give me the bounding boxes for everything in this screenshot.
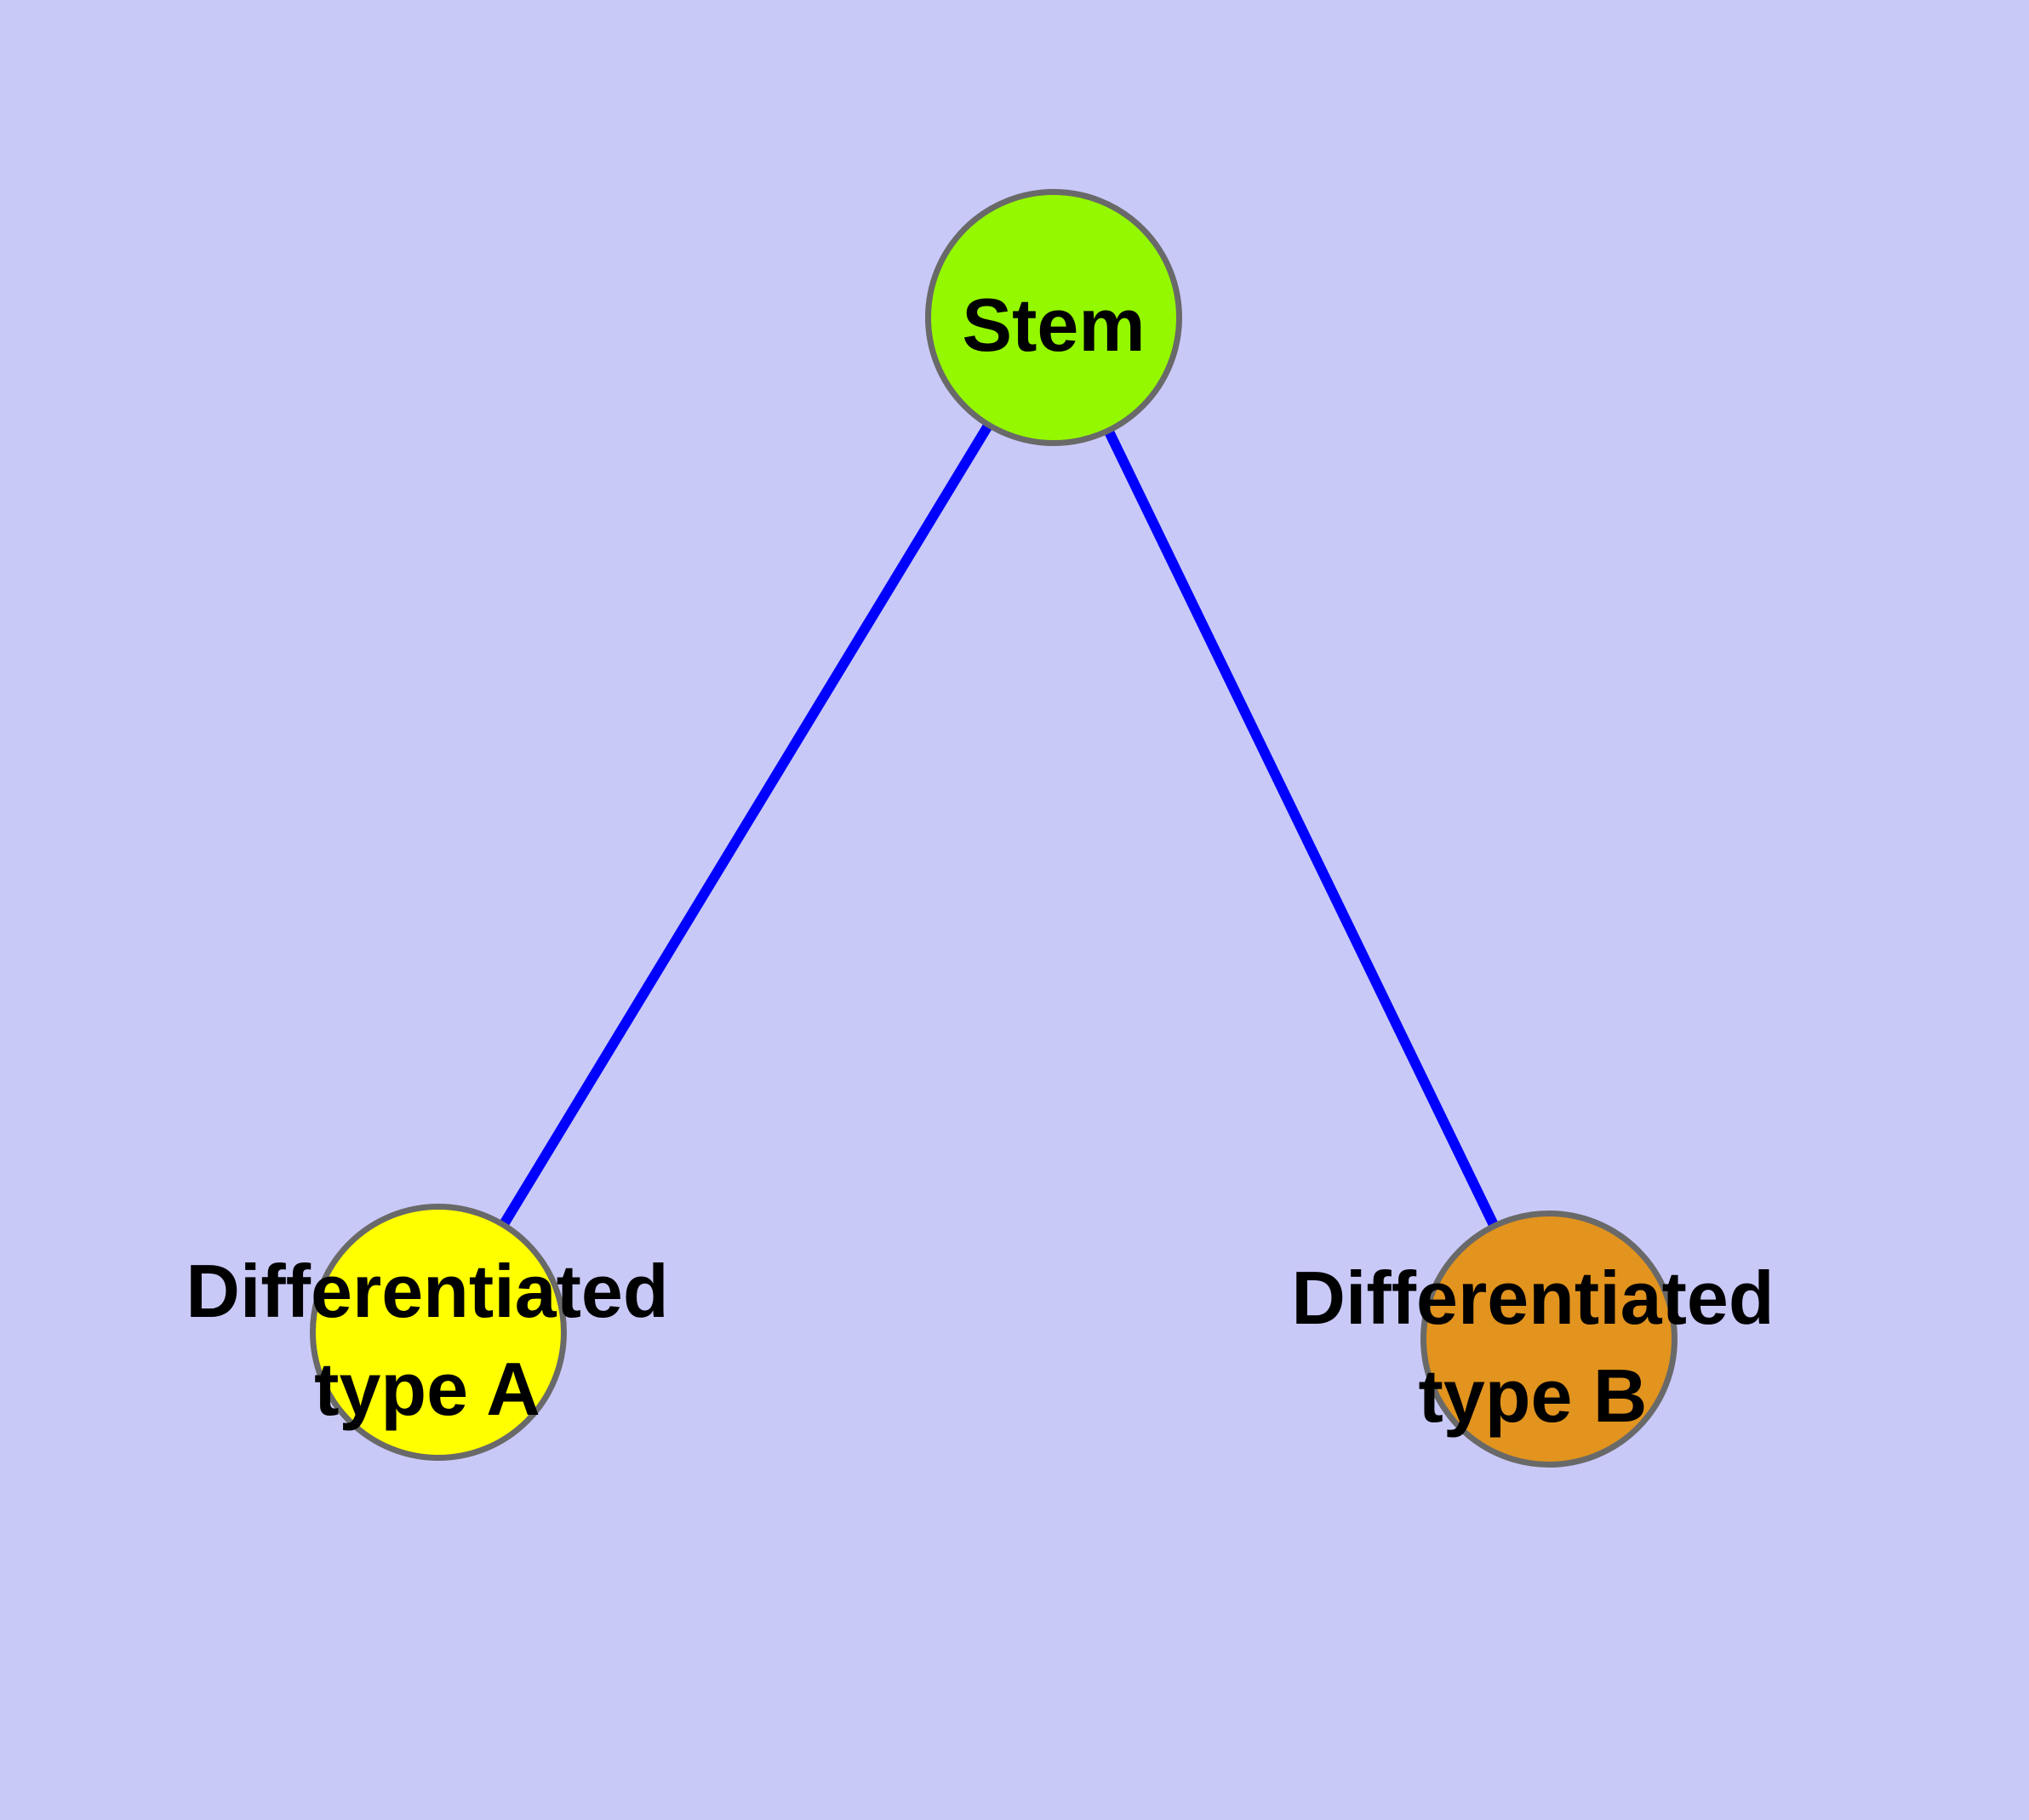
node-differentiated-type-b-circle: [1420, 1210, 1677, 1468]
node-differentiated-type-a-label-line2: type A: [314, 1347, 540, 1431]
node-differentiated-type-b-label-line1: Differentiated: [1291, 1256, 1775, 1340]
node-differentiated-type-b-label: Differentiated type B: [1291, 1249, 1774, 1445]
node-stem-label: Stem: [962, 283, 1146, 367]
node-differentiated-type-a-label-line1: Differentiated: [186, 1249, 669, 1333]
node-differentiated-type-a-circle: [310, 1204, 567, 1461]
node-differentiated-type-a-label: Differentiated type A: [186, 1242, 668, 1438]
node-stem-circle: [925, 189, 1182, 446]
edge-stem-to-type-a: [433, 314, 1059, 1336]
node-differentiated-type-b-label-line2: type B: [1418, 1354, 1648, 1438]
edge-stem-to-type-b: [1049, 315, 1554, 1342]
